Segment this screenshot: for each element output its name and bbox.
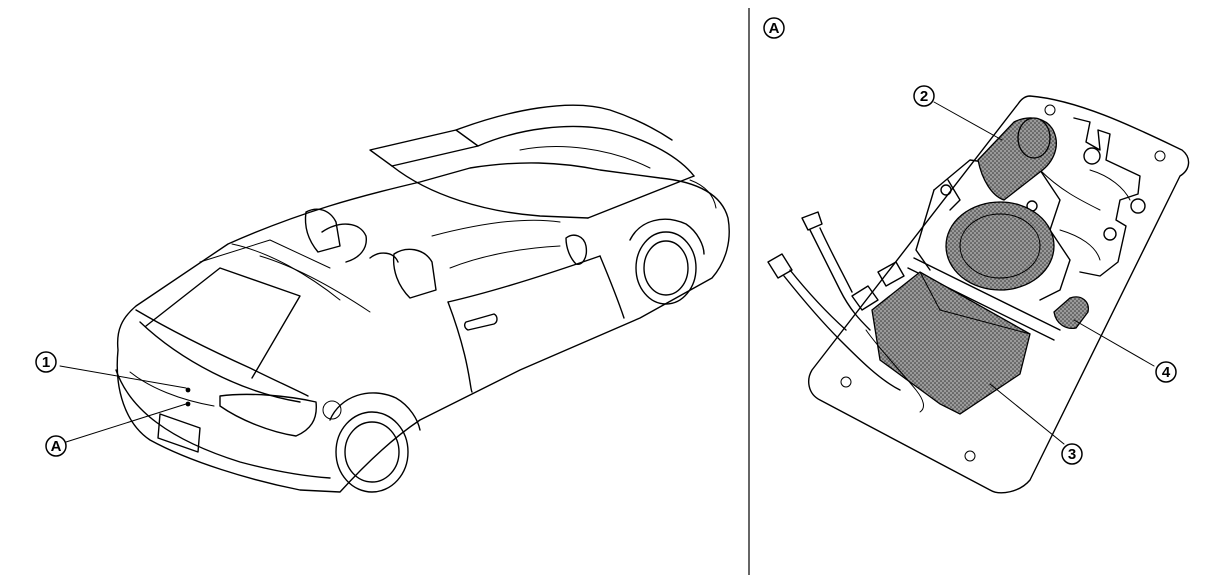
part-2-motor	[977, 117, 1057, 201]
car-illustration	[115, 104, 730, 493]
motor-assembly-illustration	[767, 95, 1190, 494]
svg-text:1: 1	[42, 354, 50, 371]
part-3-actuator-unit	[871, 271, 1031, 415]
callout-4: 4	[1155, 361, 1177, 383]
leader-line-3	[989, 383, 1065, 445]
leader-line-1	[59, 365, 187, 389]
svg-text:3: 3	[1068, 446, 1076, 463]
leader-line-4	[1073, 319, 1155, 367]
callout-2: 2	[913, 85, 935, 107]
leader-line-2	[933, 101, 1003, 141]
part-4-small-motor	[1053, 296, 1089, 330]
sensor-point-a	[185, 401, 191, 407]
sensor-point-1	[185, 387, 191, 393]
svg-text:A: A	[769, 20, 780, 37]
callout-a-left: A	[45, 435, 67, 457]
callout-1: 1	[35, 351, 57, 373]
callout-3: 3	[1061, 443, 1083, 465]
svg-text:2: 2	[920, 88, 928, 105]
detail-heading-callout: A	[763, 17, 785, 39]
svg-text:A: A	[51, 438, 62, 455]
round-housing	[945, 201, 1055, 291]
svg-text:4: 4	[1162, 364, 1171, 381]
leader-line-a-left	[65, 403, 187, 443]
